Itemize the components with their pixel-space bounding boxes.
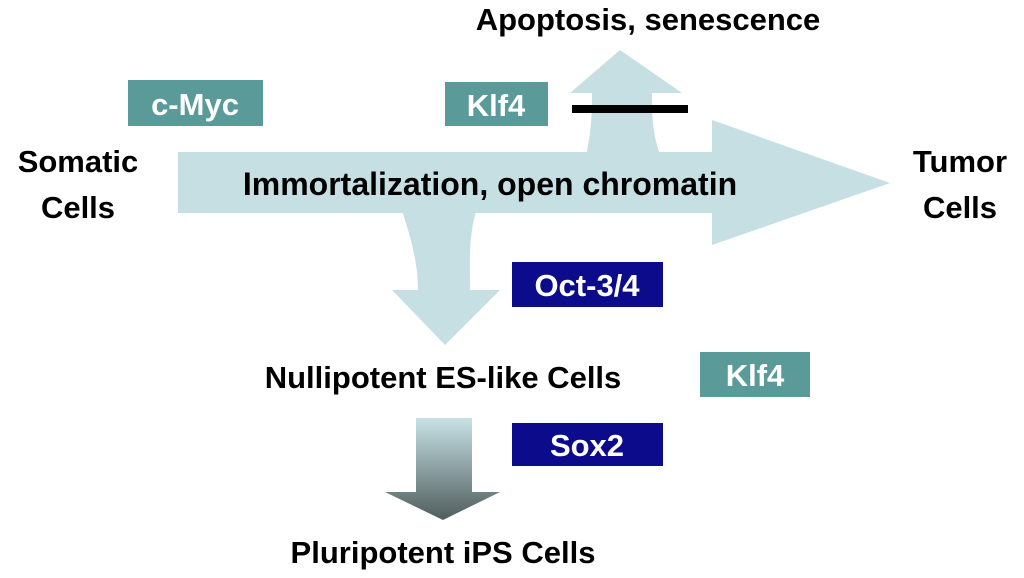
sox2-box [512,423,663,466]
immortalization-label: Immortalization, open chromatin [243,166,737,202]
down-arrow-pluripotent [385,418,500,520]
tumor-line1: Tumor [913,144,1007,179]
oct-box [512,262,663,307]
pluripotent-label: Pluripotent iPS Cells [291,535,596,570]
oct-label: Oct-3/4 [534,268,640,303]
tumor-line2: Cells [923,190,997,225]
cmyc-label: c-Myc [151,87,239,122]
apoptosis-label: Apoptosis, senescence [476,2,821,37]
inhibition-bar [572,105,688,113]
somatic-line2: Cells [41,190,115,225]
cmyc-box [128,80,263,126]
main-arrow-immortalization [178,120,890,245]
klf4-top-box [445,82,548,126]
somatic-line1: Somatic [18,144,139,179]
sox2-label: Sox2 [550,428,624,463]
klf4-mid-box [700,352,810,397]
nullipotent-label: Nullipotent ES-like Cells [265,360,622,395]
klf4-mid-label: Klf4 [726,358,785,393]
klf4-top-label: Klf4 [467,88,526,123]
down-arrow-nullipotent [392,205,500,345]
